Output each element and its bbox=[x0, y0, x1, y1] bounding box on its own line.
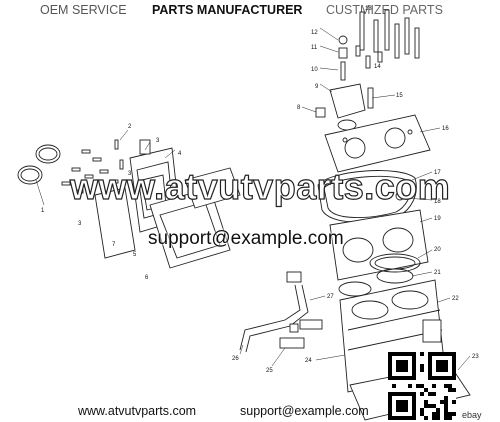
water-hoses bbox=[239, 271, 323, 353]
callout-25: 25 bbox=[266, 368, 273, 374]
callout-5: 5 bbox=[133, 252, 137, 258]
cylinder-head bbox=[324, 114, 431, 173]
intake-manifold bbox=[94, 167, 241, 269]
callout-9: 9 bbox=[315, 84, 319, 90]
callout-10: 10 bbox=[311, 67, 318, 73]
banner-parts-manufacturer: PARTS MANUFACTURER bbox=[152, 3, 303, 17]
callout-7: 7 bbox=[112, 242, 116, 248]
callout-1: 1 bbox=[41, 208, 45, 214]
callout-11: 11 bbox=[311, 45, 318, 51]
callout-6: 6 bbox=[145, 275, 149, 281]
head-bolts bbox=[359, 9, 420, 59]
thermostat-housing bbox=[315, 83, 374, 131]
callout-14: 14 bbox=[374, 64, 381, 70]
callout-26: 26 bbox=[232, 356, 239, 362]
banner-oem-service: OEM SERVICE bbox=[40, 3, 127, 17]
footer-email[interactable]: support@example.com bbox=[240, 404, 369, 418]
banner-customized-parts: CUSTMIZED PARTS bbox=[326, 3, 443, 17]
top-banner: OEM SERVICE PARTS MANUFACTURER CUSTMIZED… bbox=[0, 0, 500, 20]
watermark-email: support@example.com bbox=[148, 228, 344, 249]
callout-27: 27 bbox=[327, 294, 334, 300]
head-gasket bbox=[317, 170, 417, 223]
callout-13: 13 bbox=[365, 6, 372, 12]
callout-20: 20 bbox=[434, 247, 441, 253]
callout-16: 16 bbox=[442, 126, 449, 132]
callout-18: 18 bbox=[434, 199, 441, 205]
ebay-badge: ebay bbox=[462, 410, 482, 420]
callout-8: 8 bbox=[297, 105, 301, 111]
callout-3b: 3 bbox=[128, 171, 132, 177]
callout-17: 17 bbox=[434, 170, 441, 176]
callout-21: 21 bbox=[434, 270, 441, 276]
callout-15: 15 bbox=[396, 93, 403, 99]
callout-23: 23 bbox=[472, 354, 479, 360]
watermark-website: www.atvutvparts.com bbox=[69, 165, 451, 207]
footer-website[interactable]: www.atvutvparts.com bbox=[78, 404, 197, 418]
callout-12: 12 bbox=[311, 30, 318, 36]
water-jacket bbox=[329, 209, 429, 281]
leader-lines bbox=[119, 27, 471, 371]
small-fittings bbox=[338, 35, 383, 81]
hose-clamps bbox=[17, 144, 61, 206]
callout-19: 19 bbox=[434, 216, 441, 222]
bolts-left bbox=[61, 139, 124, 194]
callout-3c: 3 bbox=[78, 221, 82, 227]
callout-2: 2 bbox=[128, 124, 132, 130]
qr-code[interactable] bbox=[388, 352, 456, 420]
callout-24: 24 bbox=[305, 358, 312, 364]
callout-4: 4 bbox=[178, 151, 182, 157]
callout-22: 22 bbox=[452, 296, 459, 302]
callout-3a: 3 bbox=[156, 138, 160, 144]
